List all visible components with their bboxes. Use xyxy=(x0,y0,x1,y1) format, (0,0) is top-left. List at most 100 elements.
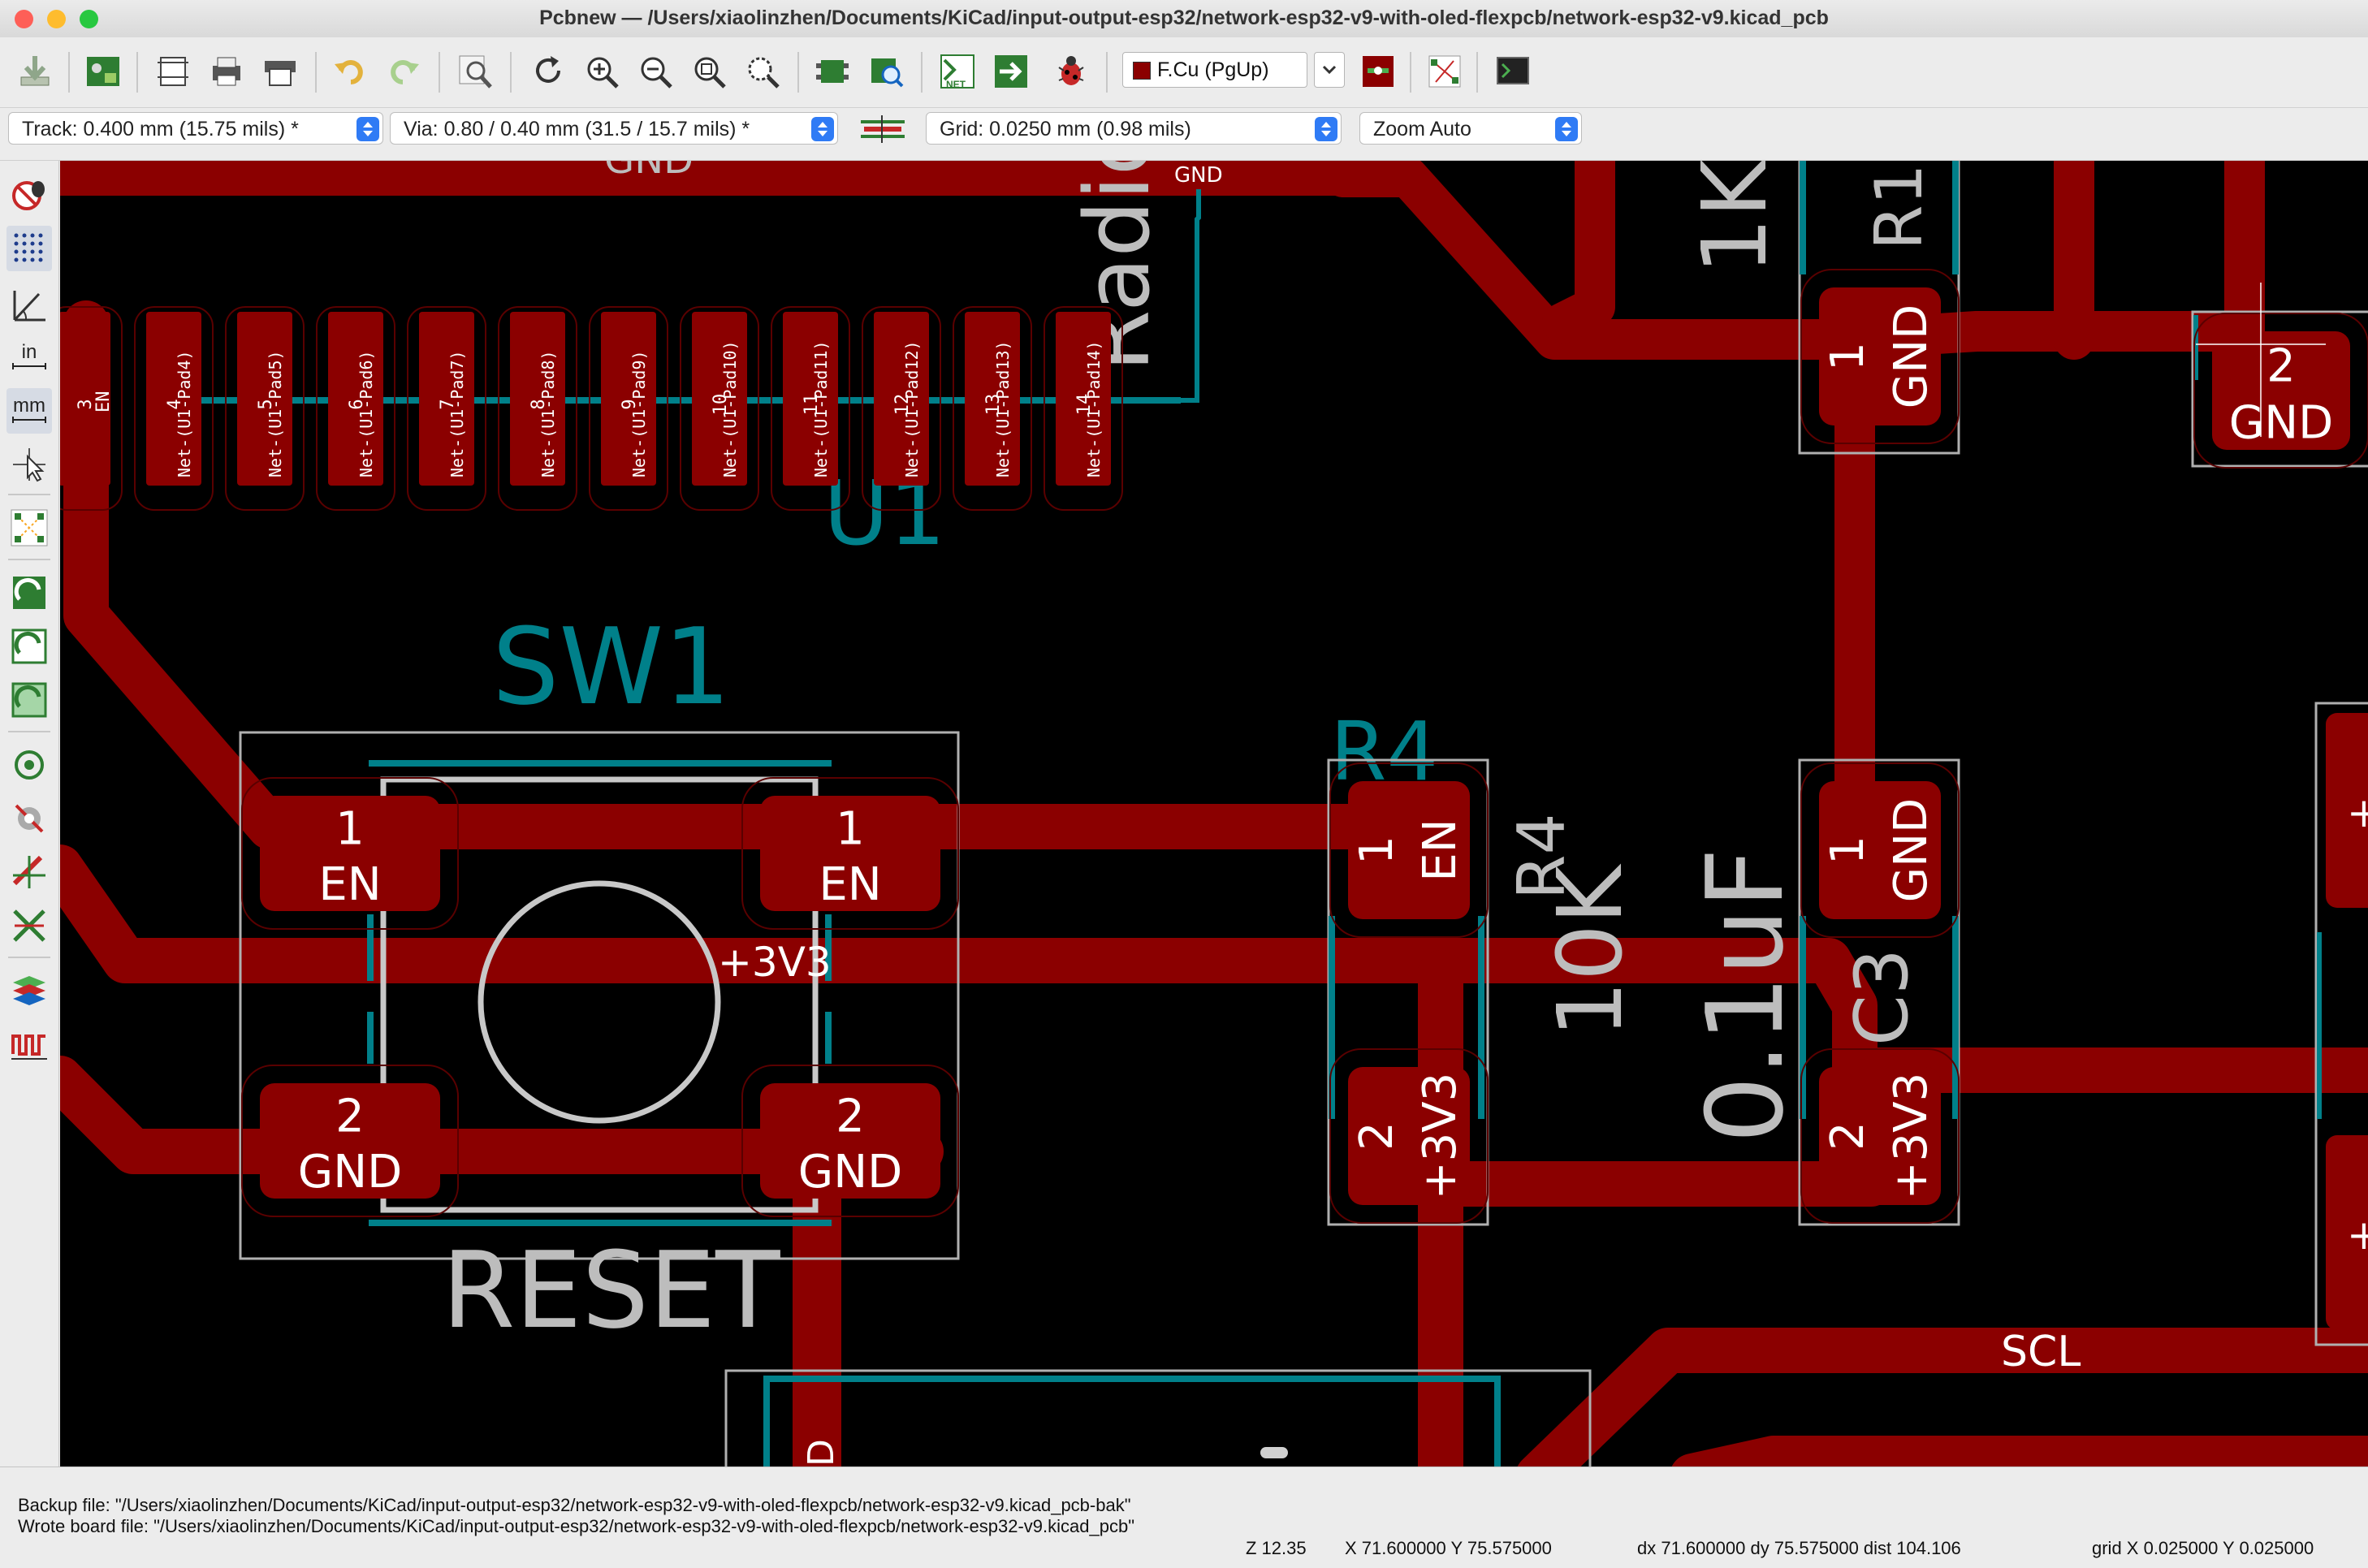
scl-track[interactable] xyxy=(1517,1328,2368,1466)
u1-pad-number: 4 xyxy=(165,399,185,409)
r1-gnd-track[interactable] xyxy=(1542,161,1615,343)
layers-manager-toggle[interactable] xyxy=(6,968,52,1013)
units-inches-button[interactable]: in xyxy=(6,335,52,380)
show-ratsnest-toggle[interactable] xyxy=(6,505,52,551)
right-edge-pad-1[interactable] xyxy=(2326,713,2368,908)
plot-button[interactable] xyxy=(257,47,304,96)
c3-pad-number: 2 xyxy=(1821,1121,1874,1151)
zone-fill-display-button[interactable] xyxy=(6,570,52,616)
zoom-selection-button[interactable] xyxy=(739,47,786,96)
u1-pad[interactable] xyxy=(601,312,656,486)
auto-track-width-button[interactable] xyxy=(858,110,908,148)
via-size-stepper-icon xyxy=(811,117,834,141)
close-window-button[interactable] xyxy=(15,10,33,28)
footprint-browser-button[interactable] xyxy=(862,47,910,96)
zone-outline-display-button[interactable] xyxy=(6,624,52,669)
u1-pad[interactable] xyxy=(874,312,929,486)
track-sketch-toggle[interactable] xyxy=(6,849,52,895)
units-mm-button[interactable]: mm xyxy=(6,388,52,434)
undo-button[interactable] xyxy=(326,47,374,96)
u1-pad[interactable] xyxy=(1056,312,1111,486)
toolbar-separator xyxy=(315,52,317,93)
drc-markers-toggle[interactable] xyxy=(6,172,52,218)
via-size-select[interactable]: Via: 0.80 / 0.40 mm (31.5 / 15.7 mils) * xyxy=(390,112,838,145)
refresh-button[interactable] xyxy=(525,47,572,96)
v33-horizontal-track[interactable] xyxy=(60,844,2368,1093)
c3-pad[interactable] xyxy=(1819,781,1941,919)
u1-pad[interactable] xyxy=(60,312,110,486)
zoom-select[interactable]: Zoom Auto xyxy=(1359,112,1582,145)
grid-toggle[interactable] xyxy=(6,226,52,271)
minimize-window-button[interactable] xyxy=(47,10,66,28)
layer-select-label: F.Cu (PgUp) xyxy=(1157,58,1269,81)
c3-pad[interactable] xyxy=(1819,1067,1941,1205)
r4-pad[interactable] xyxy=(1348,1067,1470,1205)
layers-icon xyxy=(13,976,45,1005)
update-pcb-from-schematic-button[interactable] xyxy=(987,47,1035,96)
high-contrast-toggle[interactable] xyxy=(6,903,52,948)
sw1-courtyard xyxy=(239,731,960,1260)
zoom-window-button[interactable] xyxy=(80,10,98,28)
gnd-left-track[interactable] xyxy=(60,1056,944,1174)
u1-pad[interactable] xyxy=(965,312,1020,486)
sw1-pad[interactable] xyxy=(260,796,440,911)
r1-pad[interactable] xyxy=(1819,287,1941,425)
zone-fracture-display-button[interactable] xyxy=(6,677,52,723)
sw1-pad[interactable] xyxy=(260,1083,440,1199)
c3-pad-net: GND xyxy=(1885,798,1938,902)
u1-pad[interactable] xyxy=(328,312,383,486)
microwave-toolbar-toggle[interactable] xyxy=(6,1022,52,1067)
zoom-fit-button[interactable] xyxy=(685,47,732,96)
u1-pad[interactable] xyxy=(146,312,201,486)
via-sketch-toggle[interactable] xyxy=(6,796,52,841)
right-part-pad[interactable] xyxy=(2212,331,2350,450)
zoom-in-icon xyxy=(587,57,619,89)
layer-select[interactable]: F.Cu (PgUp) xyxy=(1122,52,1307,88)
redo-button[interactable] xyxy=(380,47,427,96)
cursor-shape-toggle[interactable] xyxy=(6,442,52,487)
horizontal-scrollbar-thumb[interactable] xyxy=(1260,1447,1288,1458)
c3-pad-clearance xyxy=(1800,1048,1960,1224)
show-ratsnest-button[interactable] xyxy=(1421,47,1468,96)
print-button[interactable] xyxy=(203,47,250,96)
zoom-out-button[interactable] xyxy=(632,47,679,96)
layer-pair-button[interactable] xyxy=(1355,47,1402,96)
zoom-stepper-icon xyxy=(1555,117,1578,141)
u1-pad[interactable] xyxy=(510,312,565,486)
drc-button[interactable] xyxy=(1048,47,1095,96)
layer-dropdown-button[interactable] xyxy=(1314,52,1345,88)
u1-pad-net: Net-(U1-Pad7) xyxy=(447,350,467,477)
gnd-small-pad[interactable] xyxy=(1091,162,1351,192)
board-setup-button[interactable] xyxy=(80,47,127,96)
grid-select[interactable]: Grid: 0.0250 mm (0.98 mils) xyxy=(926,112,1342,145)
u1-pad-net: Net-(U1-Pad9) xyxy=(629,350,649,477)
u1-pad[interactable] xyxy=(237,312,292,486)
title-bar: Pcbnew — /Users/xiaolinzhen/Documents/Ki… xyxy=(0,0,2368,38)
u1-pad[interactable] xyxy=(783,312,838,486)
u1-pad[interactable] xyxy=(692,312,747,486)
page-settings-button[interactable] xyxy=(149,47,197,96)
track-width-select[interactable]: Track: 0.400 mm (15.75 mils) * xyxy=(8,112,383,145)
scripting-console-button[interactable] xyxy=(1489,47,1536,96)
sw1-pad[interactable] xyxy=(760,796,940,911)
undo-icon xyxy=(335,60,363,84)
sw1-pad[interactable] xyxy=(760,1083,940,1199)
u1-pad[interactable] xyxy=(419,312,474,486)
u1-pad-number: 5 xyxy=(256,399,276,409)
find-button[interactable] xyxy=(452,47,499,96)
bottom-part-courtyard xyxy=(724,1369,1592,1466)
footprint-editor-button[interactable] xyxy=(809,47,856,96)
update-from-netlist-button[interactable]: NET xyxy=(934,47,981,96)
gnd-diagonal-track[interactable] xyxy=(1323,161,2241,360)
zoom-in-button[interactable] xyxy=(578,47,625,96)
polar-coords-toggle[interactable] xyxy=(6,281,52,326)
u1-pad-clearance xyxy=(589,306,668,511)
r4-fab-ref-label: R4 xyxy=(1504,814,1579,900)
save-board-button[interactable] xyxy=(11,47,58,96)
bottom-right-track[interactable] xyxy=(1671,1436,2368,1466)
right-edge-pad-2[interactable] xyxy=(2326,1135,2368,1330)
r4-pad[interactable] xyxy=(1348,781,1470,919)
pad-sketch-toggle[interactable] xyxy=(6,742,52,788)
